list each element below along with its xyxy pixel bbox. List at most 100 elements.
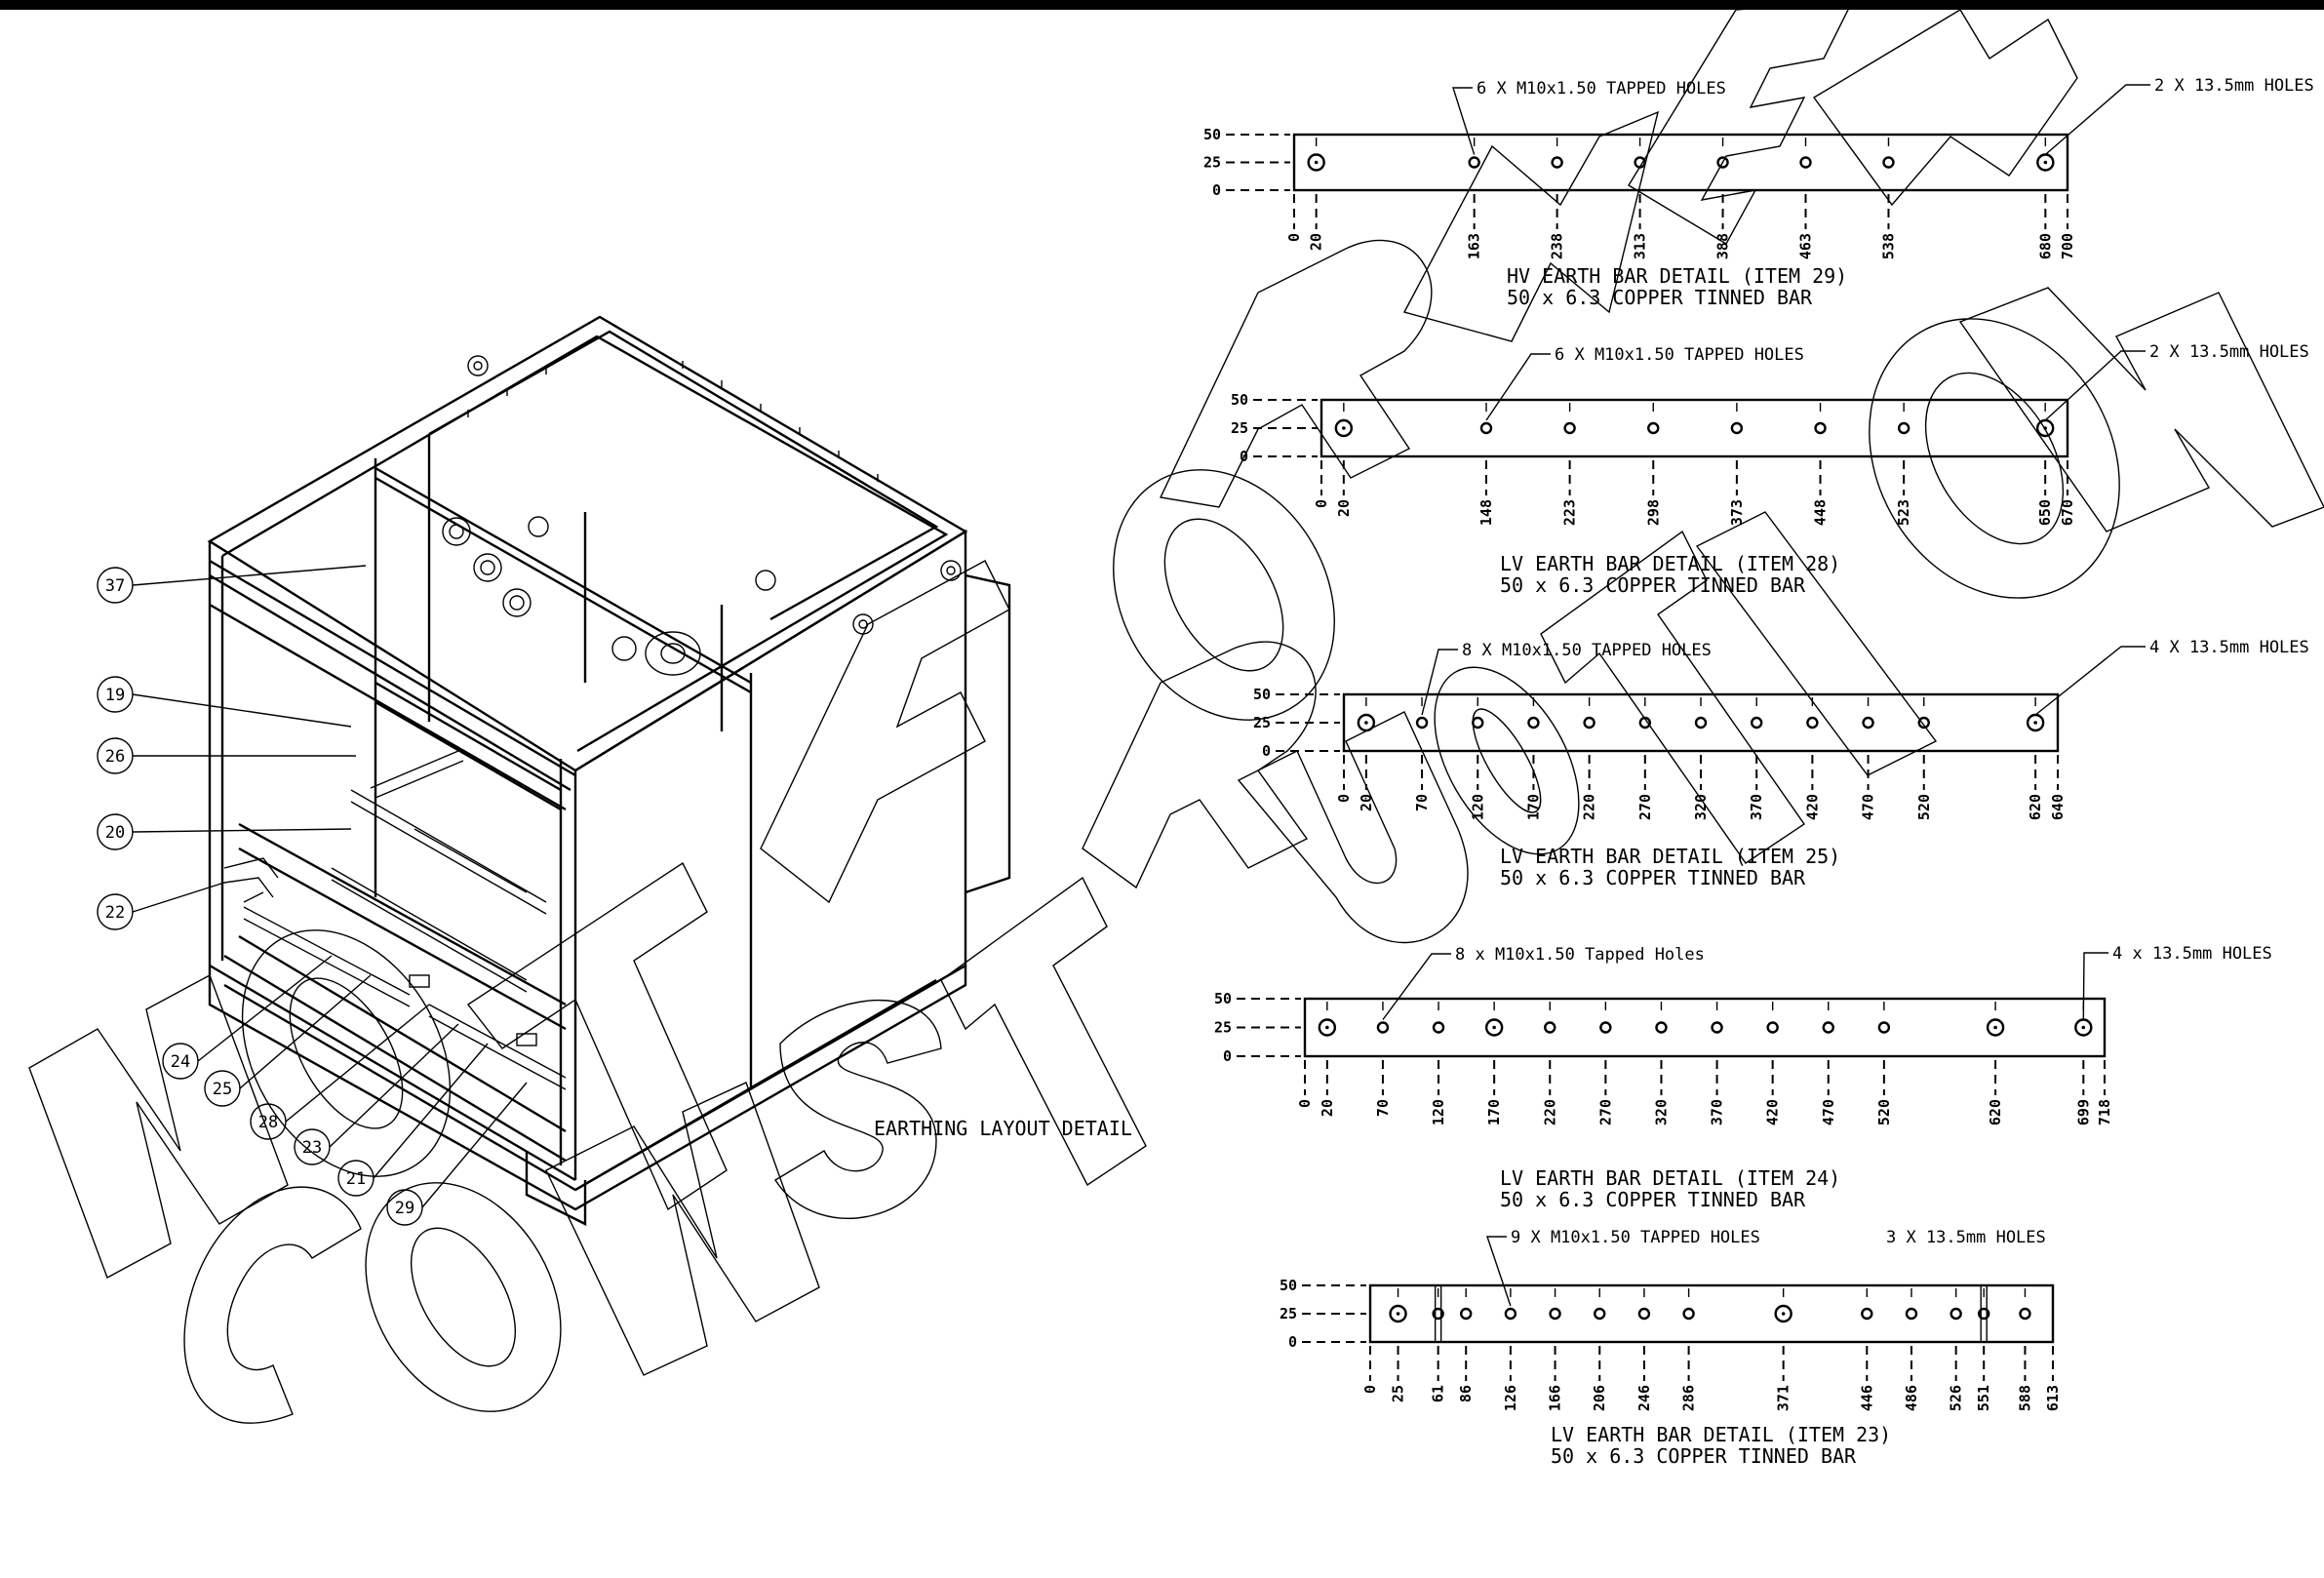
x-tick-label: 470 (1820, 1099, 1837, 1125)
tapped-hole-m10 (1682, 1288, 1695, 1321)
x-tick-label: 25 (1390, 1385, 1407, 1402)
tapped-holes-label: 6 X M10x1.50 TAPPED HOLES (1555, 345, 1804, 365)
balloon-label: 20 (105, 823, 125, 843)
x-tick-label: 446 (1858, 1385, 1875, 1411)
tapped-hole-m10 (1599, 1002, 1612, 1034)
cabinet-frame (207, 315, 1011, 1226)
balloon-label: 25 (213, 1080, 232, 1099)
tapped-hole-m10 (1472, 697, 1484, 730)
tapped-hole-m10 (1950, 1288, 1962, 1321)
bar-outline (1292, 133, 2069, 192)
bar-title: LV EARTH BAR DETAIL (ITEM 25) (1500, 845, 1840, 868)
x-tick-label: 551 (1975, 1385, 1992, 1411)
tapped-hole-m10 (1634, 138, 1646, 169)
x-tick-label: 170 (1485, 1099, 1503, 1125)
tapped-hole-m10 (1432, 1002, 1445, 1034)
x-tick-label: 126 (1502, 1385, 1519, 1411)
x-tick-label: 0 (1361, 1385, 1379, 1394)
tapped-hole-m10 (1527, 697, 1540, 730)
x-tick-label: 613 (2044, 1385, 2062, 1411)
balloon-23: 23 (294, 1023, 459, 1165)
x-tick-label: 320 (1652, 1099, 1670, 1125)
big-holes-label: 4 X 13.5mm HOLES (2149, 638, 2309, 657)
bar-outline (1368, 1283, 2055, 1344)
tapped-hole-m10 (1460, 1288, 1473, 1321)
tapped-holes-label: 8 X M10x1.50 TAPPED HOLES (1462, 641, 1712, 660)
balloon-22: 22 (97, 882, 225, 930)
x-tick-label: 313 (1632, 233, 1649, 259)
y-tick-label: 50 (1214, 990, 1232, 1007)
x-tick-label: 220 (1581, 794, 1598, 820)
hole-13-5mm (1334, 403, 1354, 438)
x-tick-label: 286 (1680, 1385, 1698, 1411)
big-holes-label: 4 x 13.5mm HOLES (2112, 944, 2272, 964)
tapped-hole-m10 (1882, 138, 1895, 169)
tapped-hole-m10 (1897, 403, 1910, 435)
x-tick-label: 120 (1469, 794, 1486, 820)
balloon-label: 37 (105, 576, 125, 596)
tapped-hole-m10 (1583, 697, 1595, 730)
x-tick-label: 680 (2036, 233, 2054, 259)
bar-outline (1303, 997, 2107, 1058)
tapped-hole-m10 (1549, 1288, 1561, 1321)
x-tick-label: 620 (1987, 1099, 2004, 1125)
x-tick-label: 486 (1903, 1385, 1920, 1411)
balloon-label: 19 (105, 686, 125, 705)
tapped-hole-m10 (1479, 403, 1493, 435)
y-tick-label: 50 (1253, 686, 1271, 703)
bar-material: 50 x 6.3 COPPER TINNED BAR (1507, 286, 1813, 309)
hole-13-5mm (1774, 1288, 1792, 1323)
tapped-hole-m10 (1655, 1002, 1668, 1034)
x-tick-label: 650 (2036, 499, 2054, 526)
x-tick-label: 520 (1915, 794, 1933, 820)
tapped-hole-m10 (1766, 1002, 1779, 1034)
x-tick-label: 223 (1561, 499, 1579, 526)
tapped-hole-m10 (1814, 403, 1827, 435)
internal-components (223, 355, 962, 1090)
x-tick-label: 0 (1296, 1099, 1314, 1108)
tapped-hole-m10 (1917, 697, 1930, 730)
x-tick-label: 148 (1477, 499, 1495, 526)
x-tick-label: 20 (1308, 233, 1325, 251)
tapped-hole-m10 (1638, 697, 1652, 730)
x-tick-label: 163 (1466, 233, 1483, 259)
tapped-hole-m10 (1877, 1002, 1891, 1034)
big-holes-label: 2 X 13.5mm HOLES (2149, 342, 2309, 362)
x-tick-label: 246 (1635, 1385, 1653, 1411)
tapped-hole-m10 (1415, 697, 1429, 730)
hole-13-5mm (2035, 403, 2055, 438)
y-tick-label: 0 (1212, 181, 1221, 199)
hole-13-5mm (1389, 1288, 1407, 1323)
tapped-hole-m10 (1716, 138, 1729, 169)
balloon-29: 29 (386, 1082, 528, 1226)
x-tick-label: 70 (1374, 1099, 1392, 1117)
x-tick-label: 270 (1596, 1099, 1614, 1125)
x-tick-label: 700 (2059, 233, 2076, 259)
tapped-hole-m10 (1468, 138, 1480, 169)
balloon-24: 24 (162, 955, 333, 1080)
tapped-hole-m10 (1647, 403, 1660, 435)
tapped-holes-label: 6 X M10x1.50 TAPPED HOLES (1477, 79, 1726, 99)
top-border (0, 0, 2324, 10)
tapped-hole-m10 (2019, 1288, 2031, 1321)
x-tick-label: 170 (1524, 794, 1542, 820)
y-tick-label: 25 (1231, 419, 1248, 437)
x-tick-label: 20 (1319, 1099, 1336, 1117)
tapped-hole-m10 (1799, 138, 1812, 169)
tapped-hole-m10 (1861, 1288, 1873, 1321)
tapped-hole-m10 (1862, 697, 1874, 730)
earthing-assembly-view: EARTHING LAYOUT DETAIL (207, 315, 1132, 1226)
x-tick-label: 20 (1335, 499, 1353, 517)
x-tick-label: 370 (1709, 1099, 1726, 1125)
hole-13-5mm (2026, 697, 2045, 732)
y-tick-label: 0 (1288, 1333, 1297, 1351)
x-tick-label: 0 (1313, 499, 1330, 508)
balloon-28: 28 (250, 1004, 430, 1140)
x-tick-label: 270 (1636, 794, 1654, 820)
x-tick-label: 463 (1797, 233, 1815, 259)
balloon-20: 20 (97, 813, 352, 850)
